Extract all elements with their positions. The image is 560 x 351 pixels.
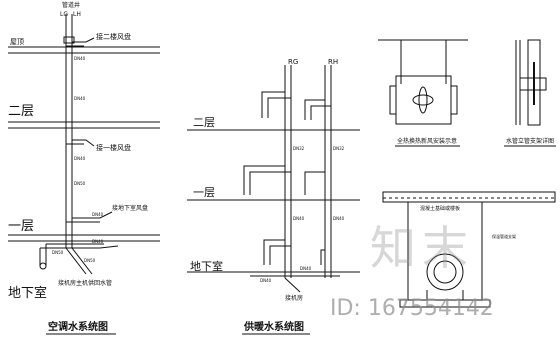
main-diagonal bbox=[65, 247, 87, 275]
detail-riser-bracket bbox=[515, 39, 547, 126]
size-label-4: DN50 bbox=[74, 181, 86, 186]
heating-branch-1f-b bbox=[249, 171, 291, 195]
detail3-pipe bbox=[433, 260, 457, 284]
detail1-duct-left bbox=[389, 85, 397, 115]
shaft-label: 管道井 bbox=[62, 1, 80, 9]
heating-main-annotation: 接机房 bbox=[285, 294, 303, 302]
heating-branch-1f-c bbox=[304, 171, 325, 195]
heating-size-4: DN40 bbox=[333, 216, 345, 221]
detail3-label-top: 混凝土基础或楼板 bbox=[420, 205, 460, 212]
ac-water-system-text: 管道井 LG LH 屋顶 二层 一层 地下室 接二楼风盘 接一楼风盘 接地下室风… bbox=[8, 1, 148, 335]
detail3-saddle bbox=[426, 290, 464, 300]
annotation-2f-fcu: 接二楼风盘 bbox=[96, 32, 131, 41]
main-diagonal-2 bbox=[71, 247, 93, 275]
pipe-label-rh: RH bbox=[328, 58, 338, 66]
heating-branch-2f-c bbox=[304, 99, 325, 120]
heating-branch-1f-a bbox=[243, 165, 285, 195]
detail-pipe-support bbox=[382, 191, 556, 308]
detail1-unit-body bbox=[395, 75, 452, 125]
detail2-caption: 水管立管支架详图 bbox=[506, 137, 554, 145]
riser-fitting bbox=[63, 36, 75, 44]
branch-basement bbox=[72, 211, 113, 219]
heating-size-6: DN40 bbox=[260, 278, 272, 283]
ac-diagram-title: 空调水系统图 bbox=[48, 320, 108, 333]
annotation-1f-fcu: 接一楼风盘 bbox=[96, 143, 131, 152]
size-label-5: DN40 bbox=[92, 212, 104, 217]
detail1-fan-blade-h bbox=[412, 94, 434, 106]
detail3-insulation bbox=[426, 253, 464, 291]
heating-water-system-text: RG RH 二层 一层 地下室 接机房 DN32 DN32 DN40 DN40 … bbox=[190, 58, 345, 335]
branch-1f bbox=[72, 139, 95, 147]
heating-size-2: DN32 bbox=[333, 146, 345, 151]
size-label-8: DN50 bbox=[84, 258, 96, 263]
detail1-caption: 全热换热新风安装示意 bbox=[397, 137, 457, 145]
pipe-label-rg: RG bbox=[288, 58, 298, 66]
heating-main-diagonal bbox=[284, 277, 301, 293]
heating-water-system-diagram bbox=[187, 65, 360, 293]
watermark-id: ID: 167554142 bbox=[330, 296, 494, 321]
detail1-duct-right bbox=[450, 85, 458, 115]
detail2-pipe bbox=[527, 39, 541, 126]
pipe-label-lg: LG bbox=[60, 11, 68, 18]
floor-label-second: 二层 bbox=[8, 104, 34, 119]
detail-fresh-air-unit bbox=[378, 39, 468, 125]
heating-floor-basement: 地下室 bbox=[190, 259, 223, 273]
heating-branch-b-a bbox=[263, 239, 285, 265]
heating-branch-b-c bbox=[320, 249, 325, 265]
heating-diagram-title: 供暖水系统图 bbox=[243, 320, 304, 333]
size-label-6: DN40 bbox=[92, 239, 104, 244]
heating-branch-b-b bbox=[269, 245, 291, 265]
heating-size-1: DN32 bbox=[293, 146, 305, 151]
annotation-basement-fcu: 接地下室风盘 bbox=[112, 204, 148, 212]
ac-water-system-diagram bbox=[8, 14, 160, 275]
heating-size-3: DN40 bbox=[293, 216, 305, 221]
size-label-7: DN50 bbox=[52, 250, 64, 255]
size-label-1: DN40 bbox=[74, 56, 86, 61]
watermark-logo: 知末 bbox=[370, 221, 474, 275]
floor-label-basement: 地下室 bbox=[8, 285, 47, 301]
detail3-label-right: 保温管道支架 bbox=[492, 233, 516, 239]
pipe-label-lh: LH bbox=[73, 11, 81, 18]
heating-floor-second: 二层 bbox=[193, 116, 215, 129]
detail1-fan-blade-v bbox=[418, 86, 428, 114]
annotation-main-supply: 接机房主机供回水管 bbox=[58, 279, 112, 287]
heating-branch-2f-d bbox=[310, 105, 331, 120]
heating-branch-2f-a bbox=[261, 91, 285, 118]
detail3-slab bbox=[382, 191, 556, 203]
floor-label-first: 一层 bbox=[8, 219, 34, 234]
detail3-angle bbox=[399, 299, 491, 308]
main-horizontal bbox=[40, 245, 119, 249]
branch-2f bbox=[72, 37, 95, 43]
size-label-3: DN40 bbox=[74, 156, 86, 161]
floor-label-roof: 屋顶 bbox=[10, 38, 24, 46]
heating-branch-2f-b bbox=[267, 97, 291, 118]
valve-symbol bbox=[39, 262, 47, 270]
heating-size-5: DN40 bbox=[300, 266, 312, 271]
heating-floor-first: 一层 bbox=[193, 186, 215, 199]
size-label-2: DN40 bbox=[74, 96, 86, 101]
